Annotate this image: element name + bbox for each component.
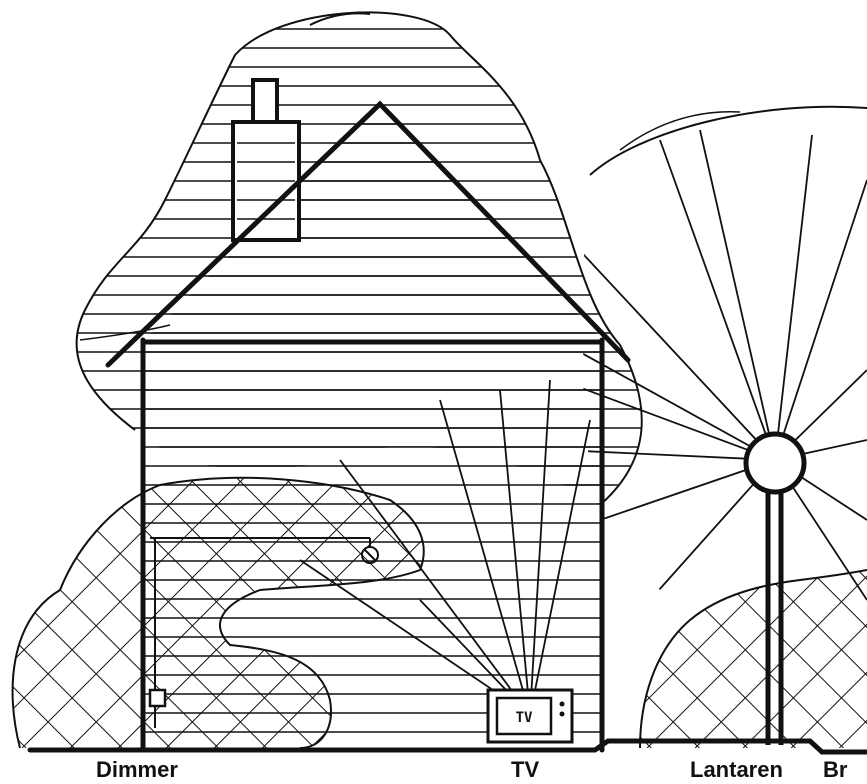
bush-right [630,560,867,750]
label-lantaren: Lantaren [690,757,783,783]
label-tv: TV [511,757,539,783]
tv-screen-label: TV [516,710,533,726]
label-brug-partial: Br [823,757,847,783]
television: TV [488,690,572,742]
label-dimmer: Dimmer [96,757,178,783]
